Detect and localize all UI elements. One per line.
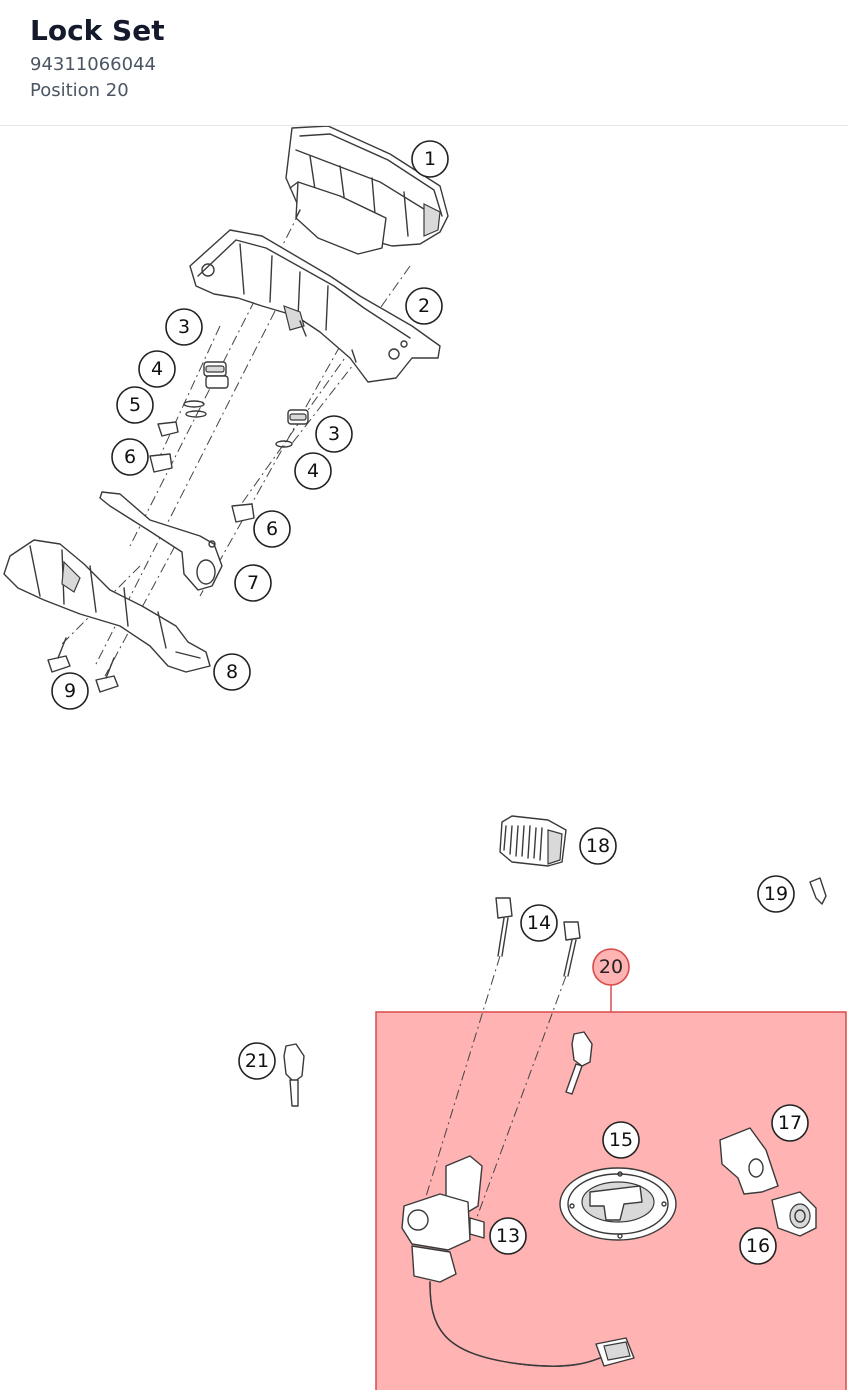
- svg-text:16: 16: [746, 1235, 770, 1257]
- lower-cover: [3, 539, 211, 673]
- upper-assembly: [3, 126, 449, 693]
- callout-3[interactable]: 3: [165, 308, 203, 346]
- svg-text:14: 14: [527, 912, 551, 934]
- svg-text:2: 2: [418, 295, 430, 317]
- svg-text:7: 7: [247, 572, 259, 594]
- assembly-line: [59, 565, 141, 647]
- instrument-cluster: [285, 126, 449, 255]
- assembly-line: [419, 955, 501, 1217]
- callout-20[interactable]: 20: [592, 948, 630, 986]
- callout-21[interactable]: 21: [238, 1042, 276, 1080]
- callout-6-right[interactable]: 6: [253, 510, 291, 548]
- fuel-cap: [559, 1167, 677, 1241]
- svg-text:6: 6: [124, 446, 136, 468]
- svg-text:3: 3: [328, 423, 340, 445]
- long-bolts: [495, 897, 581, 977]
- key-spare: [283, 1043, 305, 1107]
- diagram-svg: 1 2 3 4 5 6 3 4 6 7 8 9 18 19 14 20 21 1…: [3, 126, 847, 1390]
- mounting-bracket: [189, 229, 441, 383]
- callout-3-right[interactable]: 3: [315, 415, 353, 453]
- page-title: Lock Set: [30, 14, 165, 47]
- callout-19[interactable]: 19: [757, 875, 795, 913]
- position-label: Position 20: [30, 80, 129, 101]
- callout-17[interactable]: 17: [771, 1104, 809, 1142]
- callout-9[interactable]: 9: [51, 672, 89, 710]
- cylinder-bracket: [719, 1127, 779, 1195]
- svg-text:13: 13: [496, 1225, 520, 1247]
- callout-7[interactable]: 7: [234, 564, 272, 602]
- svg-text:18: 18: [586, 835, 610, 857]
- assembly-line: [199, 345, 341, 597]
- sheet-bracket: [99, 491, 223, 591]
- svg-text:15: 15: [609, 1129, 633, 1151]
- svg-text:21: 21: [245, 1050, 269, 1072]
- washers: [183, 400, 293, 448]
- assembly-line: [104, 545, 176, 677]
- part-number: 94311066044: [30, 54, 156, 75]
- callout-14[interactable]: 14: [520, 904, 558, 942]
- svg-text:6: 6: [266, 518, 278, 540]
- svg-text:3: 3: [178, 316, 190, 338]
- callout-4-right[interactable]: 4: [294, 452, 332, 490]
- screws-upper: [149, 421, 255, 523]
- small-clip: [809, 877, 827, 905]
- assembly-line: [289, 355, 361, 447]
- seat-lock-cylinder: [771, 1191, 817, 1237]
- svg-text:20: 20: [599, 956, 623, 978]
- assembly-line: [159, 325, 221, 457]
- page-header: Lock Set 94311066044 Position 20: [0, 0, 848, 126]
- callout-8[interactable]: 8: [213, 653, 251, 691]
- callouts: 1 2 3 4 5 6 3 4 6 7 8 9 18 19 14 20 21 1…: [51, 140, 809, 1265]
- svg-text:17: 17: [778, 1112, 802, 1134]
- callout-2[interactable]: 2: [405, 287, 443, 325]
- lock-cover: [499, 815, 567, 867]
- callout-6[interactable]: 6: [111, 438, 149, 476]
- callout-15[interactable]: 15: [602, 1121, 640, 1159]
- svg-text:19: 19: [764, 883, 788, 905]
- exploded-parts-diagram: 1 2 3 4 5 6 3 4 6 7 8 9 18 19 14 20 21 1…: [0, 126, 848, 1390]
- assembly-line: [94, 310, 276, 667]
- callout-13[interactable]: 13: [489, 1217, 527, 1255]
- callout-16[interactable]: 16: [739, 1227, 777, 1265]
- bolts-lower: [47, 637, 119, 693]
- svg-text:9: 9: [64, 680, 76, 702]
- svg-text:1: 1: [424, 148, 436, 170]
- assembly-line: [239, 265, 411, 507]
- callout-5[interactable]: 5: [116, 386, 154, 424]
- grommets: [203, 361, 309, 425]
- callout-18[interactable]: 18: [579, 827, 617, 865]
- svg-text:5: 5: [129, 394, 141, 416]
- svg-text:8: 8: [226, 661, 238, 683]
- svg-text:4: 4: [151, 358, 163, 380]
- ignition-lock: [401, 1155, 635, 1367]
- svg-text:4: 4: [307, 460, 319, 482]
- lower-assembly: [283, 815, 847, 1390]
- assembly-line: [469, 975, 567, 1237]
- key-in-set: [565, 1031, 593, 1095]
- callout-1[interactable]: 1: [411, 140, 449, 178]
- callout-4[interactable]: 4: [138, 350, 176, 388]
